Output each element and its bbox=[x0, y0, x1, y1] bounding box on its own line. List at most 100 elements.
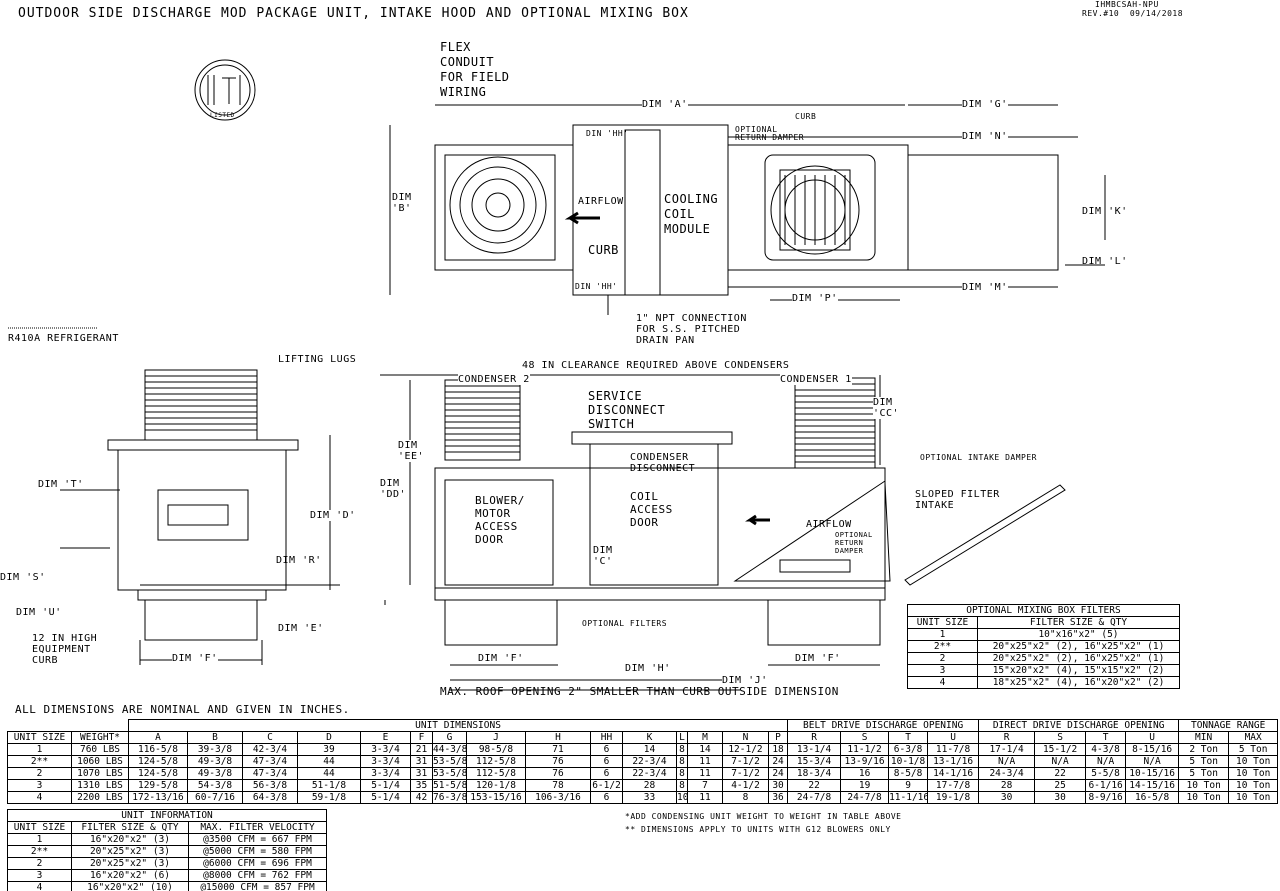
listed-logo bbox=[194, 59, 256, 121]
table-cell: 2** bbox=[7, 755, 72, 768]
dim-c-label: DIM 'C' bbox=[593, 545, 613, 567]
table-cell: 5 Ton bbox=[1178, 767, 1230, 780]
column-header: U bbox=[927, 731, 980, 744]
table-cell: 24-7/8 bbox=[787, 791, 842, 804]
dim-p-label: DIM 'P' bbox=[792, 293, 838, 304]
dim-g-label: DIM 'G' bbox=[962, 99, 1008, 110]
table-cell: 5-1/4 bbox=[360, 791, 411, 804]
dim-s-label: DIM 'S' bbox=[0, 572, 46, 583]
dim-ee-label: DIM 'EE' bbox=[398, 440, 425, 462]
table-cell: @8000 CFM = 762 FPM bbox=[187, 869, 328, 882]
table-cell: 11 bbox=[687, 791, 723, 804]
table-cell: 5-5/8 bbox=[1085, 767, 1127, 780]
table-cell: 13-1/16 bbox=[927, 755, 980, 768]
dim-hh-bottom-label: DIN 'HH' bbox=[575, 282, 618, 291]
table-cell: 22 bbox=[1034, 767, 1087, 780]
table-cell: 76 bbox=[525, 767, 591, 780]
table-cell: 129-5/8 bbox=[128, 779, 188, 792]
table-cell: 10"x16"x2" (5) bbox=[977, 628, 1180, 641]
table-cell: 13-9/16 bbox=[840, 755, 890, 768]
table-cell: 8 bbox=[676, 767, 688, 780]
table-cell: 11 bbox=[687, 767, 723, 780]
logo-text: LISTED bbox=[210, 112, 235, 119]
table-cell: 78 bbox=[525, 779, 591, 792]
drawing-title: OUTDOOR SIDE DISCHARGE MOD PACKAGE UNIT,… bbox=[18, 6, 689, 21]
table-cell: 106-3/16 bbox=[525, 791, 591, 804]
column-header: E bbox=[360, 731, 411, 744]
dim-a-label: DIM 'A' bbox=[642, 99, 688, 110]
optional-filters-label: OPTIONAL FILTERS bbox=[582, 619, 668, 628]
table-cell: 124-5/8 bbox=[128, 767, 188, 780]
table-cell: 21 bbox=[410, 743, 433, 756]
revision-label: REV.#10 09/14/2018 bbox=[1082, 9, 1184, 18]
dim-hh-top-label: DIN 'HH' bbox=[586, 129, 629, 138]
table-cell: @5000 CFM = 580 FPM bbox=[187, 845, 328, 858]
table-cell: 18-3/4 bbox=[787, 767, 842, 780]
table-cell: 6 bbox=[590, 767, 623, 780]
condenser-2-label: CONDENSER 2 bbox=[458, 374, 530, 385]
blower-note: ** DIMENSIONS APPLY TO UNITS WITH G12 BL… bbox=[625, 825, 891, 834]
table-cell: 4 bbox=[7, 881, 72, 891]
table-cell: 71 bbox=[525, 743, 591, 756]
column-header: R bbox=[787, 731, 842, 744]
table-cell: 16"x20"x2" (10) bbox=[71, 881, 189, 891]
table-cell: 4-1/2 bbox=[722, 779, 769, 792]
column-header: UNIT SIZE bbox=[7, 731, 72, 744]
table-cell: 10 Ton bbox=[1178, 791, 1230, 804]
table-cell: 172-13/16 bbox=[128, 791, 188, 804]
column-header: C bbox=[242, 731, 298, 744]
table-cell: 14 bbox=[622, 743, 677, 756]
dim-m-label: DIM 'M' bbox=[962, 282, 1008, 293]
airflow-label-front: AIRFLOW bbox=[806, 519, 852, 530]
table-cell: 24 bbox=[767, 755, 789, 768]
table-cell: 17-1/4 bbox=[978, 743, 1036, 756]
table-cell: 124-5/8 bbox=[128, 755, 188, 768]
column-header: UNIT SIZE bbox=[7, 821, 72, 834]
table-cell: 10 Ton bbox=[1228, 791, 1279, 804]
curb-side-label: CURB bbox=[588, 243, 619, 257]
curb-label: 12 IN HIGH EQUIPMENT CURB bbox=[32, 633, 98, 666]
table-cell: 8-15/16 bbox=[1125, 743, 1180, 756]
table-cell: 39 bbox=[297, 743, 361, 756]
table-cell: 49-3/8 bbox=[187, 767, 243, 780]
table-row: 2**20"x25"x2" (2), 16"x25"x2" (1) bbox=[907, 640, 1180, 653]
table-cell: 10 Ton bbox=[1178, 779, 1230, 792]
table-cell: 120-1/8 bbox=[466, 779, 526, 792]
group-header: BELT DRIVE DISCHARGE OPENING bbox=[787, 719, 980, 732]
table-cell: 28 bbox=[978, 779, 1036, 792]
table-cell: 3 bbox=[7, 779, 72, 792]
table-cell: 36 bbox=[767, 791, 789, 804]
cooling-coil-label: COOLING COIL MODULE bbox=[664, 192, 719, 236]
table-cell: 10-1/8 bbox=[888, 755, 929, 768]
blank-cell bbox=[7, 719, 129, 732]
table-cell: 22 bbox=[787, 779, 842, 792]
table-cell: 25 bbox=[1034, 779, 1087, 792]
table-cell: 20"x25"x2" (2), 16"x25"x2" (1) bbox=[977, 640, 1180, 653]
table-cell: 7-1/2 bbox=[722, 767, 769, 780]
column-header: MIN bbox=[1178, 731, 1230, 744]
return-damper-label: OPTIONAL RETURN DAMPER bbox=[735, 125, 805, 142]
table-cell: 24-3/4 bbox=[978, 767, 1036, 780]
table-cell: 6 bbox=[590, 791, 623, 804]
table-cell: 1070 LBS bbox=[71, 767, 129, 780]
table-cell: 11 bbox=[687, 755, 723, 768]
table-cell: 112-5/8 bbox=[466, 755, 526, 768]
table-cell: 10 Ton bbox=[1228, 755, 1279, 768]
table-cell: 60-7/16 bbox=[187, 791, 243, 804]
table-cell: 5-1/4 bbox=[360, 779, 411, 792]
column-header: G bbox=[432, 731, 467, 744]
table-cell: 116-5/8 bbox=[128, 743, 188, 756]
table-cell: 2 bbox=[7, 767, 72, 780]
group-header: UNIT DIMENSIONS bbox=[127, 719, 789, 732]
curb-top-label: CURB bbox=[795, 112, 817, 121]
dim-k-label: DIM 'K' bbox=[1082, 206, 1128, 217]
